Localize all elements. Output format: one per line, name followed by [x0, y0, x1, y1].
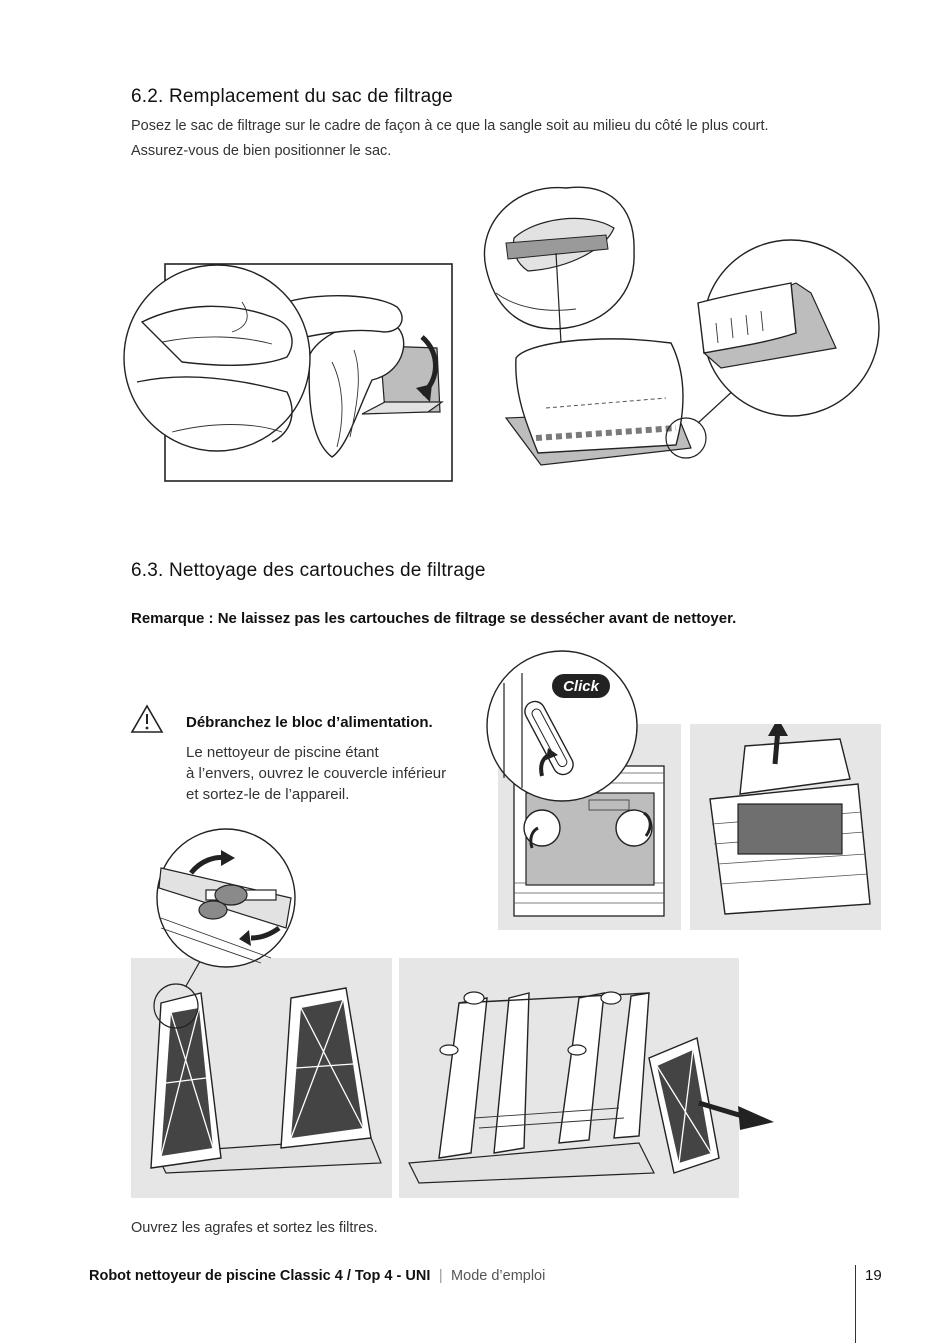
footer-divider: [855, 1265, 856, 1343]
cover-removal-illustration: [690, 724, 881, 930]
warning-triangle-icon: [130, 704, 164, 733]
cleaner-underside-illustration: Click: [486, 650, 665, 917]
click-label: Click: [563, 678, 600, 695]
filter-removal-illustration: [399, 958, 739, 1198]
page-number: 19: [865, 1267, 882, 1284]
section-6-3-title: 6.3. Nettoyage des cartouches de filtrag…: [131, 560, 486, 581]
pull-out-arrowhead: [738, 1106, 774, 1130]
section-6-2-line-1: Posez le sac de filtrage sur le cadre de…: [131, 118, 769, 134]
section-6-2-text: Posez le sac de filtrage sur le cadre de…: [131, 114, 891, 164]
filters-caption: Ouvrez les agrafes et sortez les filtres…: [131, 1220, 378, 1236]
section-6-2-title: 6.2. Remplacement du sac de filtrage: [131, 86, 453, 107]
pull-out-arrow-icon: [698, 1100, 739, 1118]
bag-placing-illustration: [123, 263, 453, 482]
warning-title: Débranchez le bloc d’alimentation.: [186, 714, 433, 731]
footer-product: Robot nettoyeur de piscine Classic 4 / T…: [89, 1268, 431, 1284]
filters-clips-illustration: [150, 828, 382, 1174]
warning-text: Le nettoyeur de piscine étant à l’envers…: [186, 742, 446, 805]
section-6-3-note: Remarque : Ne laissez pas les cartouches…: [131, 610, 737, 627]
footer-separator: |: [438, 1268, 443, 1284]
warning-line-1: Le nettoyeur de piscine étant: [186, 744, 379, 761]
warning-line-3: et sortez-le de l’appareil.: [186, 786, 350, 803]
section-6-2-line-2: Assurez-vous de bien positionner le sac.: [131, 143, 392, 159]
warning-line-2: à l’envers, ouvrez le couvercle inférieu…: [186, 765, 447, 782]
footer: Robot nettoyeur de piscine Classic 4 / T…: [89, 1267, 545, 1285]
bag-strap-illustration: [483, 186, 880, 466]
footer-manual: Mode d’emploi: [451, 1268, 546, 1284]
